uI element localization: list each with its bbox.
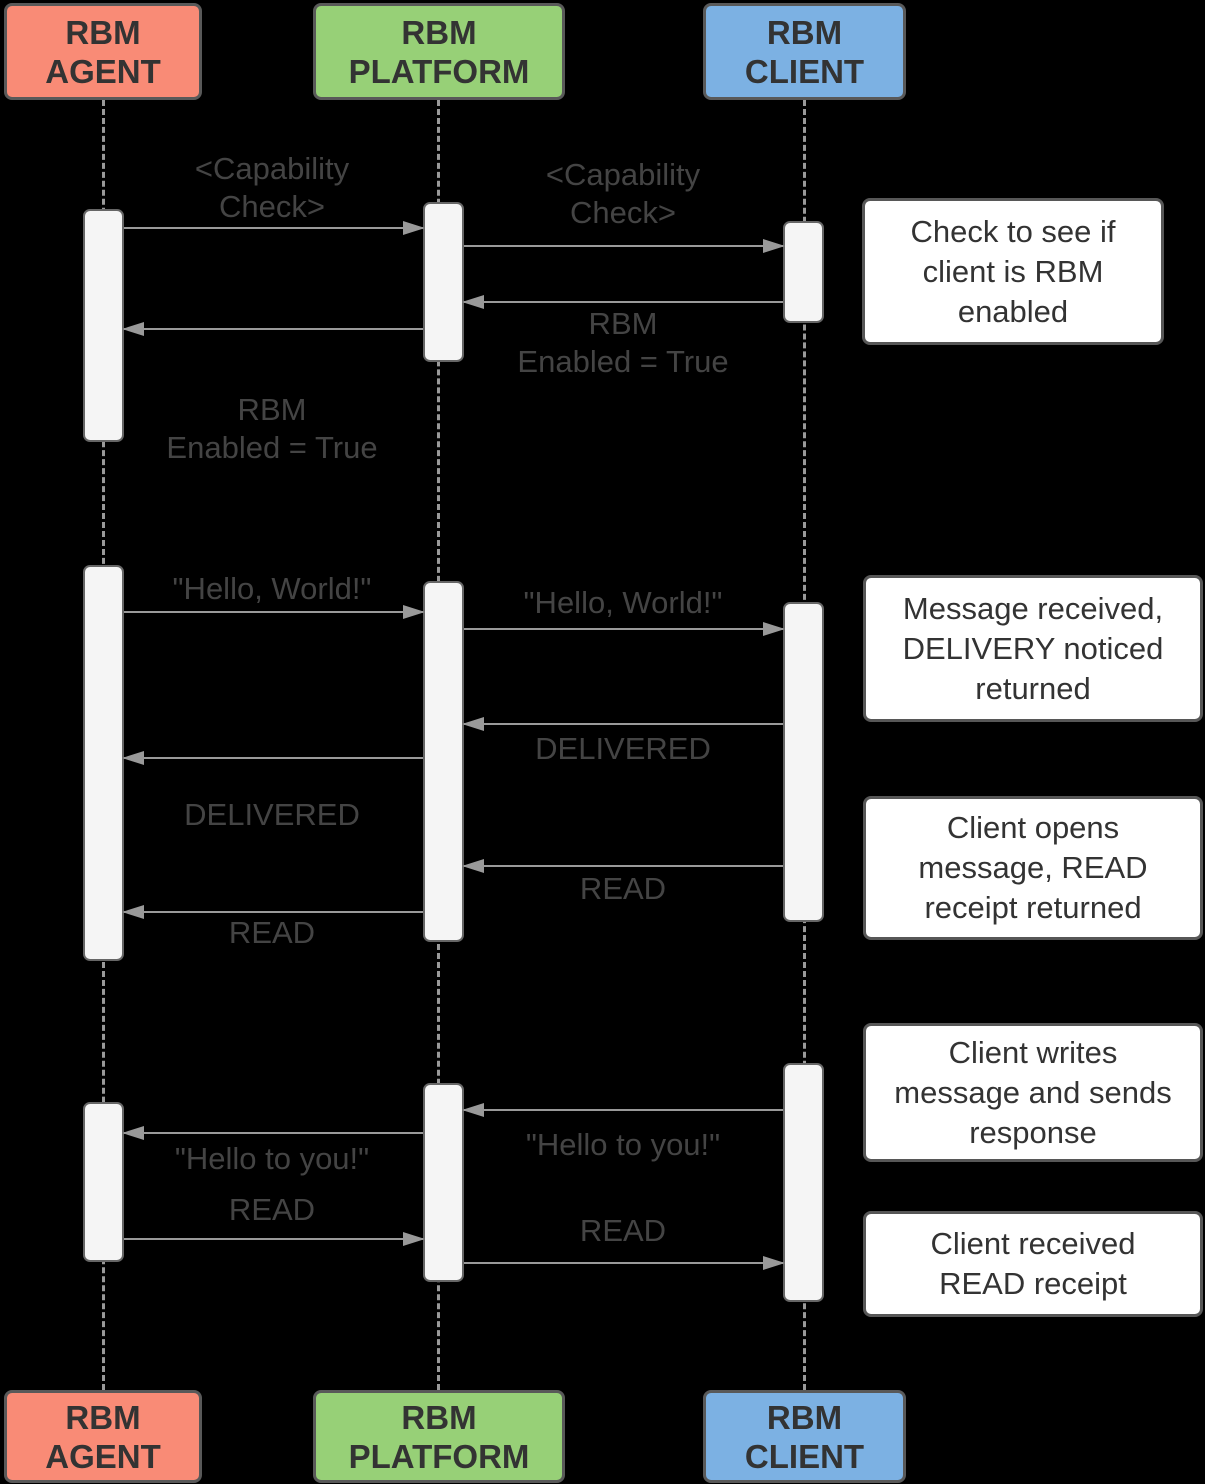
- arrowhead-left-icon: [122, 1126, 144, 1140]
- arrow-hello-world-platform-to-client: [464, 622, 785, 636]
- activation-bar-agent-1: [83, 209, 124, 442]
- message-label: READ: [579, 1213, 667, 1248]
- arrowhead-left-icon: [462, 859, 484, 873]
- message-label: DELIVERED: [535, 731, 711, 766]
- actor-box-rbm-agent-top: RBM AGENT: [4, 3, 202, 100]
- arrow-delivered-platform-to-agent: [122, 751, 423, 765]
- actor-box-rbm-client-bottom: RBM CLIENT: [703, 1390, 906, 1483]
- arrow-hello-world-agent-to-platform: [124, 605, 425, 619]
- arrowhead-left-icon: [462, 1103, 484, 1117]
- arrowhead-right-icon: [763, 622, 785, 636]
- activation-bar-platform-1: [423, 202, 464, 362]
- arrowhead-right-icon: [763, 239, 785, 253]
- arrowhead-left-icon: [122, 905, 144, 919]
- arrow-hello-to-you-platform-to-agent: [122, 1126, 423, 1140]
- arrow-read-platform-to-client: [464, 1256, 785, 1270]
- arrow-capability-check-agent-to-platform: [124, 221, 425, 235]
- message-label: READ: [228, 1192, 316, 1227]
- message-label: RBM Enabled = True: [517, 306, 729, 379]
- actor-box-rbm-platform-top: RBM PLATFORM: [313, 3, 565, 100]
- arrow-hello-to-you-client-to-platform: [462, 1103, 783, 1117]
- message-label: "Hello, World!": [523, 585, 723, 620]
- message-label: "Hello to you!": [525, 1127, 721, 1162]
- arrowhead-left-icon: [122, 322, 144, 336]
- arrowhead-right-icon: [403, 221, 425, 235]
- note-read-receipt: Client received READ receipt: [863, 1211, 1203, 1317]
- message-label: DELIVERED: [184, 797, 360, 832]
- note-message-received: Message received, DELIVERY noticed retur…: [863, 575, 1203, 722]
- message-label: "Hello, World!": [172, 571, 372, 606]
- actor-box-rbm-platform-bottom: RBM PLATFORM: [313, 1390, 565, 1483]
- activation-bar-agent-3: [83, 1102, 124, 1262]
- activation-bar-client-3: [783, 1063, 824, 1302]
- arrow-read-client-to-platform: [462, 859, 783, 873]
- arrow-read-platform-to-agent: [122, 905, 423, 919]
- arrow-rbm-enabled-client-to-platform: [462, 295, 783, 309]
- arrowhead-left-icon: [122, 751, 144, 765]
- activation-bar-platform-3: [423, 1083, 464, 1282]
- arrowhead-right-icon: [763, 1256, 785, 1270]
- message-label: READ: [228, 915, 316, 950]
- arrow-read-agent-to-platform: [124, 1232, 425, 1246]
- message-label: READ: [579, 871, 667, 906]
- arrowhead-left-icon: [462, 295, 484, 309]
- note-client-opens: Client opens message, READ receipt retur…: [863, 796, 1203, 940]
- actor-box-rbm-client-top: RBM CLIENT: [703, 3, 906, 100]
- arrowhead-left-icon: [462, 717, 484, 731]
- activation-bar-agent-2: [83, 565, 124, 961]
- arrow-delivered-client-to-platform: [462, 717, 783, 731]
- arrowhead-right-icon: [403, 605, 425, 619]
- activation-bar-platform-2: [423, 581, 464, 942]
- arrow-capability-check-platform-to-client: [464, 239, 785, 253]
- activation-bar-client-2: [783, 602, 824, 922]
- note-client-writes: Client writes message and sends response: [863, 1023, 1203, 1162]
- message-label: RBM Enabled = True: [166, 392, 378, 465]
- arrowhead-right-icon: [403, 1232, 425, 1246]
- message-label: <Capability Check>: [194, 151, 350, 224]
- arrow-rbm-enabled-platform-to-agent: [122, 322, 423, 336]
- actor-box-rbm-agent-bottom: RBM AGENT: [4, 1390, 202, 1483]
- message-label: "Hello to you!": [174, 1141, 370, 1176]
- message-label: <Capability Check>: [545, 157, 701, 230]
- activation-bar-client-1: [783, 221, 824, 323]
- note-capability-check: Check to see if client is RBM enabled: [862, 198, 1164, 345]
